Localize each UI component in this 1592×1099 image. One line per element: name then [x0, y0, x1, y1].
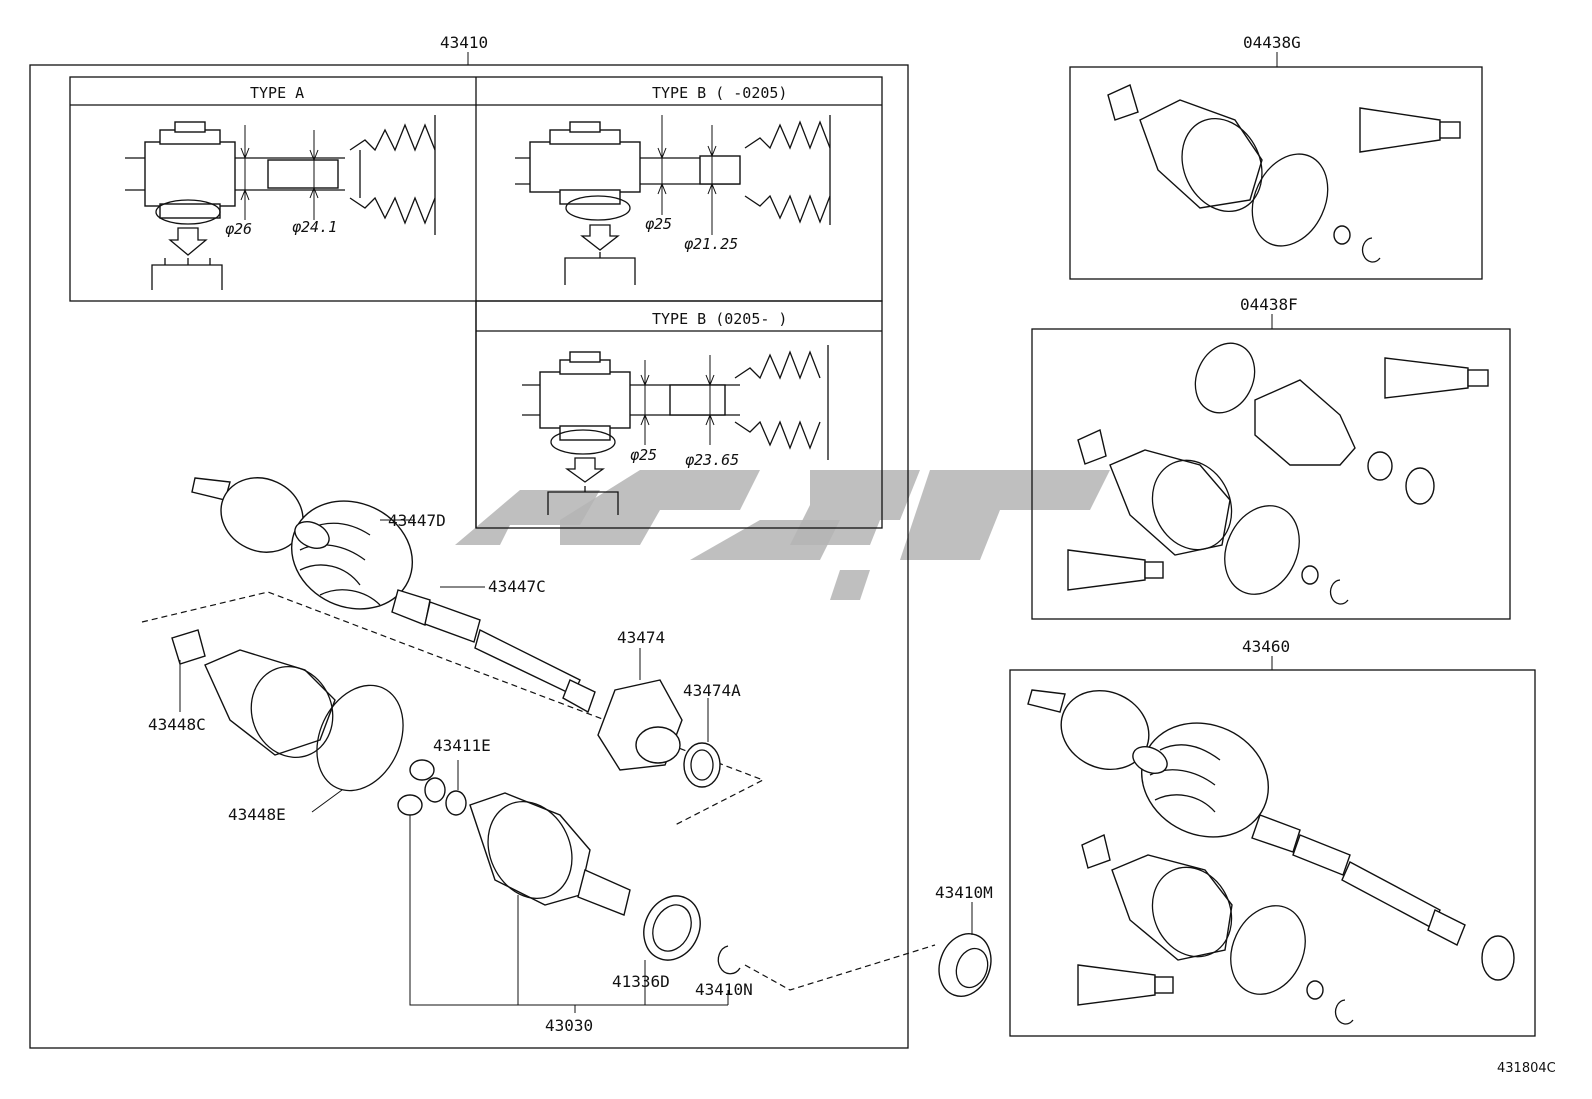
panel-title-type-b-early: TYPE B ( -0205)	[652, 84, 787, 102]
dim-type-b-late-2: φ23.65	[685, 451, 739, 469]
label-43448C: 43448C	[148, 715, 206, 734]
label-43410N: 43410N	[695, 980, 753, 999]
dim-type-b-early-2: φ21.25	[684, 235, 738, 253]
label-43474: 43474	[617, 628, 665, 647]
type-b-early-shaft-drawing: φ25 φ21.25	[515, 115, 831, 285]
seal-43410M-group: 43410M	[935, 883, 993, 997]
label-43410: 43410	[440, 33, 488, 52]
label-43460: 43460	[1242, 637, 1290, 656]
dim-type-a-2: φ24.1	[292, 218, 337, 236]
outer-boot-drawing: 43448C 43448E	[148, 629, 404, 824]
label-04438G: 04438G	[1243, 33, 1301, 52]
drive-shaft-drawing: 43447D 43447C	[191, 477, 596, 714]
shaft-assembly-right-frame	[1009, 669, 1536, 1037]
label-43410M: 43410M	[935, 883, 993, 902]
type-b-late-shaft-drawing: φ25 φ23.65	[522, 345, 829, 515]
inboard-joint-drawing: 43411E 41336D 43410N 43030	[397, 736, 936, 1035]
main-assembly-group: 43410 TYPE A TYPE B ( -0205) TYPE B (020…	[29, 33, 936, 1049]
label-43448E: 43448E	[228, 805, 286, 824]
label-43447D: 43447D	[388, 511, 446, 530]
figure-ref-number: 431804C	[1497, 1061, 1556, 1076]
exploded-area-outline	[141, 591, 765, 826]
label-04438F: 04438F	[1240, 295, 1298, 314]
boot-kit-g-frame	[1069, 66, 1483, 280]
dim-type-a-1: φ26	[225, 220, 252, 238]
type-a-shaft-drawing: φ26 φ24.1	[125, 115, 436, 290]
dim-type-b-late-1: φ25	[630, 446, 657, 464]
boot-kit-f-group: 04438F	[1031, 295, 1511, 620]
boot-kit-f-frame	[1031, 328, 1511, 620]
damper-drawing: 43474 43474A	[597, 628, 741, 788]
label-41336D: 41336D	[612, 972, 670, 991]
label-43474A: 43474A	[683, 681, 741, 700]
main-assembly-frame	[29, 64, 909, 1049]
label-43030: 43030	[545, 1016, 593, 1035]
panel-title-type-b-late: TYPE B (0205- )	[652, 310, 787, 328]
dim-type-b-early-1: φ25	[645, 215, 672, 233]
watermark-logo	[455, 470, 1110, 600]
panel-title-type-a: TYPE A	[250, 84, 304, 102]
boot-kit-g-group: 04438G	[1069, 33, 1483, 280]
label-43411E: 43411E	[433, 736, 491, 755]
label-43447C: 43447C	[488, 577, 546, 596]
shaft-assembly-right-group: 43460	[1009, 637, 1536, 1037]
